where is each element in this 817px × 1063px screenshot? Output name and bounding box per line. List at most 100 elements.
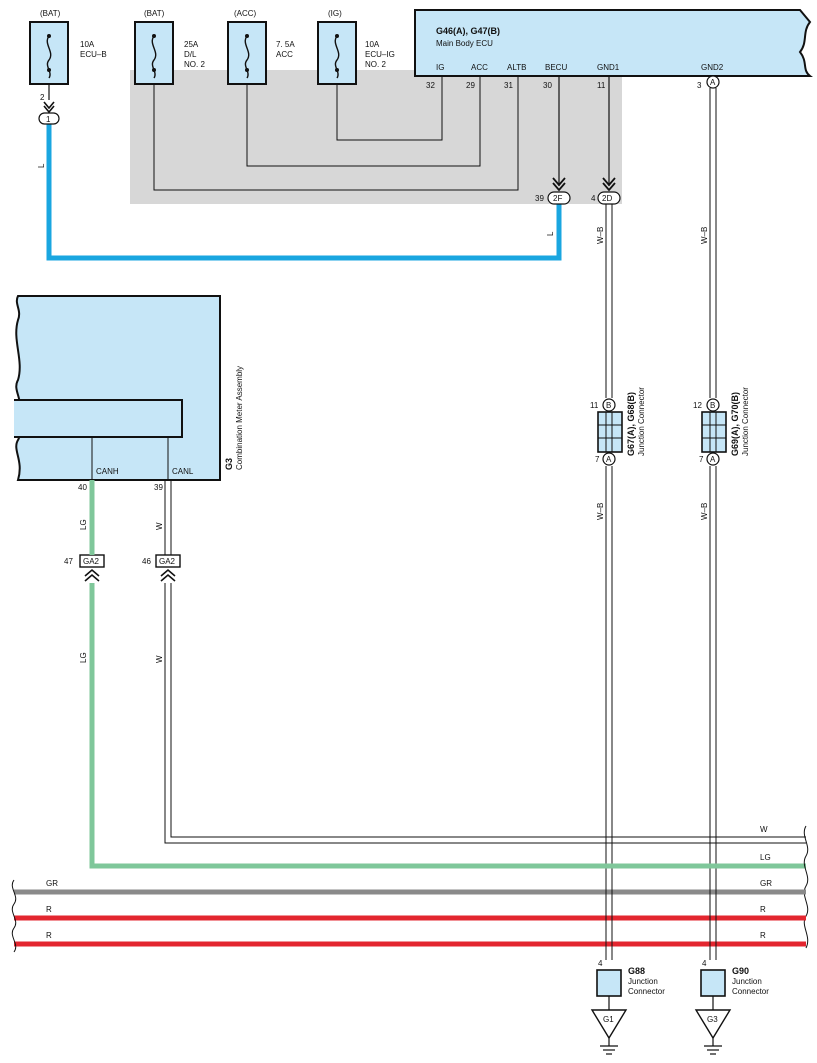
fuse-ecu-b: (BAT) 10A ECU–B [29, 9, 107, 85]
svg-text:A: A [710, 455, 716, 464]
svg-text:NO. 2: NO. 2 [184, 60, 205, 69]
svg-text:46: 46 [142, 557, 151, 566]
connector-gnd2: A [706, 75, 720, 89]
svg-text:4: 4 [598, 959, 603, 968]
connector-2f: 2F 39 [535, 177, 571, 205]
svg-text:(IG): (IG) [328, 9, 342, 18]
svg-text:L: L [37, 163, 46, 168]
svg-text:3: 3 [697, 81, 702, 90]
connector-ga2-right: GA2 46 [142, 554, 181, 582]
svg-text:ACC: ACC [471, 63, 488, 72]
svg-text:11: 11 [590, 401, 599, 410]
wire-w [164, 480, 806, 844]
svg-text:25A: 25A [184, 40, 199, 49]
shaded-area [130, 70, 622, 204]
svg-text:W: W [155, 655, 164, 663]
break-marks-right [803, 825, 809, 949]
svg-text:G90: G90 [732, 966, 749, 976]
svg-text:2F: 2F [553, 194, 562, 203]
ecu-title: G46(A), G47(B) [436, 26, 500, 36]
svg-text:W: W [155, 522, 164, 530]
svg-text:LG: LG [79, 519, 88, 530]
svg-text:47: 47 [64, 557, 73, 566]
svg-text:4: 4 [702, 959, 707, 968]
svg-text:12: 12 [693, 401, 702, 410]
svg-text:GR: GR [46, 879, 58, 888]
svg-text:G3: G3 [707, 1015, 718, 1024]
svg-text:W–B: W–B [700, 503, 709, 520]
wire-wb-left [605, 204, 613, 960]
wire-lg [89, 480, 806, 869]
svg-text:G3: G3 [224, 458, 234, 470]
svg-text:GND2: GND2 [701, 63, 724, 72]
break-marks-left [11, 879, 17, 953]
svg-text:A: A [606, 455, 612, 464]
svg-text:R: R [46, 931, 52, 940]
svg-text:A: A [710, 78, 716, 87]
svg-text:BECU: BECU [545, 63, 567, 72]
svg-text:Junction Connector: Junction Connector [637, 387, 646, 456]
svg-text:10A: 10A [365, 40, 380, 49]
svg-text:Combination Meter Assembly: Combination Meter Assembly [235, 366, 244, 470]
connector-ga2-left: GA2 47 [64, 554, 105, 582]
svg-text:7: 7 [699, 455, 704, 464]
wire-l [46, 124, 562, 261]
svg-text:40: 40 [78, 483, 87, 492]
svg-text:31: 31 [504, 81, 513, 90]
svg-text:7. 5A: 7. 5A [276, 40, 295, 49]
svg-text:10A: 10A [80, 40, 95, 49]
svg-text:(BAT): (BAT) [144, 9, 165, 18]
svg-text:CANH: CANH [96, 467, 119, 476]
ground-g1: G1 [590, 1009, 628, 1055]
junction-connector-right: B 12 A 7 G69(A), G70(B) Junction Connect… [693, 387, 750, 466]
svg-text:G1: G1 [603, 1015, 614, 1024]
wire-wb-over-bus [605, 880, 717, 960]
svg-text:LG: LG [79, 652, 88, 663]
connector-1: 2 1 [38, 84, 60, 125]
svg-text:ECU–B: ECU–B [80, 50, 107, 59]
svg-text:11: 11 [597, 81, 606, 90]
svg-text:LG: LG [760, 853, 771, 862]
svg-text:D/L: D/L [184, 50, 197, 59]
svg-text:W–B: W–B [596, 227, 605, 244]
svg-text:7: 7 [595, 455, 600, 464]
svg-text:R: R [46, 905, 52, 914]
svg-text:GR: GR [760, 879, 772, 888]
svg-text:30: 30 [543, 81, 552, 90]
combination-meter: CANH CANL 40 39 G3 Combination Meter Ass… [14, 295, 244, 492]
svg-text:IG: IG [436, 63, 444, 72]
junction-g88: 4 G88 Junction Connector [596, 959, 665, 1010]
svg-text:2: 2 [40, 93, 45, 102]
svg-text:39: 39 [535, 194, 544, 203]
wire-wb-right [709, 88, 717, 960]
svg-text:(ACC): (ACC) [234, 9, 257, 18]
svg-text:L: L [546, 231, 555, 236]
svg-text:ECU–IG: ECU–IG [365, 50, 395, 59]
svg-text:GND1: GND1 [597, 63, 620, 72]
svg-text:4: 4 [591, 194, 596, 203]
svg-text:39: 39 [154, 483, 163, 492]
svg-text:Connector: Connector [628, 987, 665, 996]
svg-text:CANL: CANL [172, 467, 194, 476]
svg-text:GA2: GA2 [83, 557, 100, 566]
fuse-ecu-ig-no2: (IG) 10A ECU–IG NO. 2 [317, 9, 395, 85]
svg-text:1: 1 [46, 115, 51, 124]
svg-text:W: W [760, 825, 768, 834]
fuse-source: (BAT) [40, 9, 61, 18]
ground-g3: G3 [694, 1009, 732, 1055]
svg-text:ACC: ACC [276, 50, 293, 59]
svg-text:G69(A), G70(B): G69(A), G70(B) [730, 392, 740, 456]
svg-text:29: 29 [466, 81, 475, 90]
connector-2d: 2D 4 [591, 177, 621, 205]
internal-wires [153, 76, 519, 191]
svg-text:G67(A), G68(B): G67(A), G68(B) [626, 392, 636, 456]
svg-text:GA2: GA2 [159, 557, 176, 566]
svg-text:2D: 2D [602, 194, 612, 203]
svg-text:Junction: Junction [732, 977, 762, 986]
junction-g90: 4 G90 Junction Connector [700, 959, 769, 1010]
svg-text:R: R [760, 905, 766, 914]
main-body-ecu: G46(A), G47(B) Main Body ECU IG ACC ALTB… [414, 9, 813, 90]
svg-text:Connector: Connector [732, 987, 769, 996]
junction-connector-left: B 11 A 7 G67(A), G68(B) Junction Connect… [590, 387, 646, 466]
